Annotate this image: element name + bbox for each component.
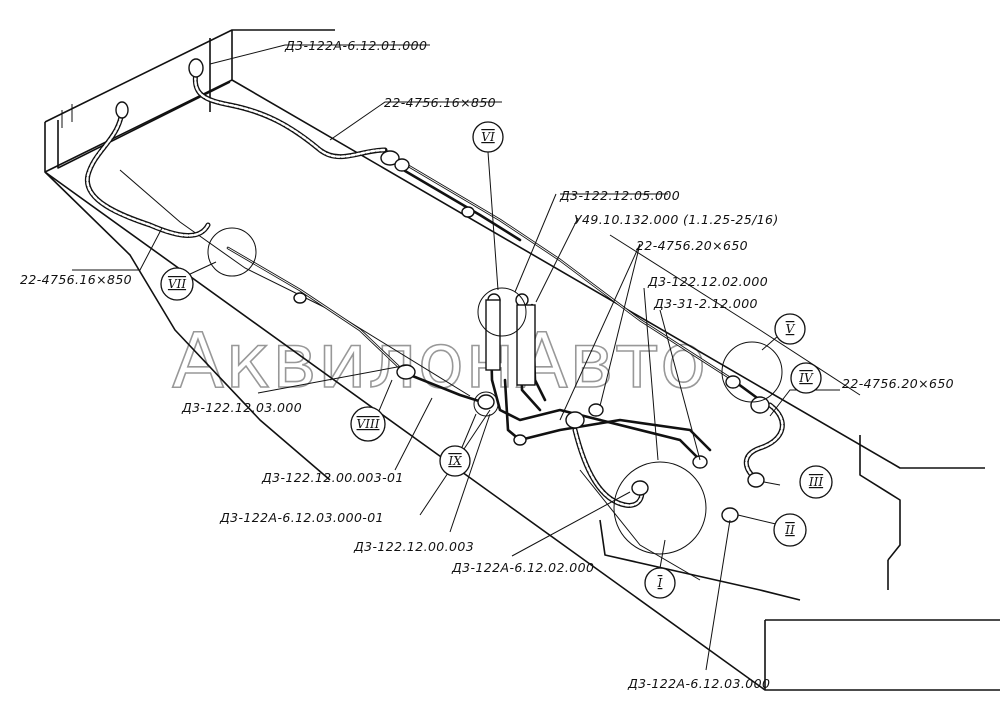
base-frame <box>44 29 1000 691</box>
callout-ii: II <box>773 513 807 547</box>
label-part-6-03: Д3-122А-6.12.03.000 <box>627 676 770 691</box>
label-hose-top: 22-4756.16×850 <box>384 95 496 110</box>
callout-ix: IX <box>439 445 471 477</box>
callout-iii: III <box>799 465 833 499</box>
callout-vii-text: VII <box>168 277 186 291</box>
fittings <box>115 58 770 523</box>
label-part-05: Д3-122.12.05.000 <box>559 188 680 203</box>
callout-vi-text: VI <box>481 130 495 144</box>
label-hose-left: 22-4756.16×850 <box>20 272 132 287</box>
label-hose-right: 22-4756.20×650 <box>842 376 954 391</box>
callout-i-text: I <box>657 576 663 590</box>
callout-v-text: V <box>786 322 796 336</box>
label-part-949: У49.10.132.000 (1.1.25-25/16) <box>574 212 779 227</box>
label-hose-mid: 22-4756.20×650 <box>636 238 748 253</box>
watermark: АквилонАвто <box>172 316 707 405</box>
callout-iii-text: III <box>808 475 823 489</box>
hose-network <box>84 69 785 508</box>
callout-viii: VIII <box>350 406 386 442</box>
callout-ix-text: IX <box>447 454 462 468</box>
callout-v: V <box>774 313 806 345</box>
callout-i: I <box>644 567 676 599</box>
label-top-part: Д3-122А-6.12.01.000 <box>284 38 427 53</box>
label-part-02: Д3-122.12.02.000 <box>647 274 768 289</box>
label-part-003-01: Д3-122.12.00.003-01 <box>261 470 404 485</box>
leader-lines <box>72 44 840 671</box>
callout-vii: VII <box>160 267 194 301</box>
label-part-31: Д3-31-2.12.000 <box>653 296 758 311</box>
callout-viii-text: VIII <box>357 417 380 431</box>
callout-vi: VI <box>472 121 504 153</box>
label-part-6-02: Д3-122А-6.12.02.000 <box>451 560 594 575</box>
callout-iv: IV <box>790 362 822 394</box>
callout-iv-text: IV <box>798 371 814 385</box>
detail-rings <box>207 227 783 555</box>
label-part-6-03-01: Д3-122А-6.12.03.000-01 <box>219 510 384 525</box>
callout-ii-text: II <box>784 523 795 537</box>
label-part-003: Д3-122.12.00.003 <box>353 539 474 554</box>
label-part-03: Д3-122.12.03.000 <box>181 400 302 415</box>
